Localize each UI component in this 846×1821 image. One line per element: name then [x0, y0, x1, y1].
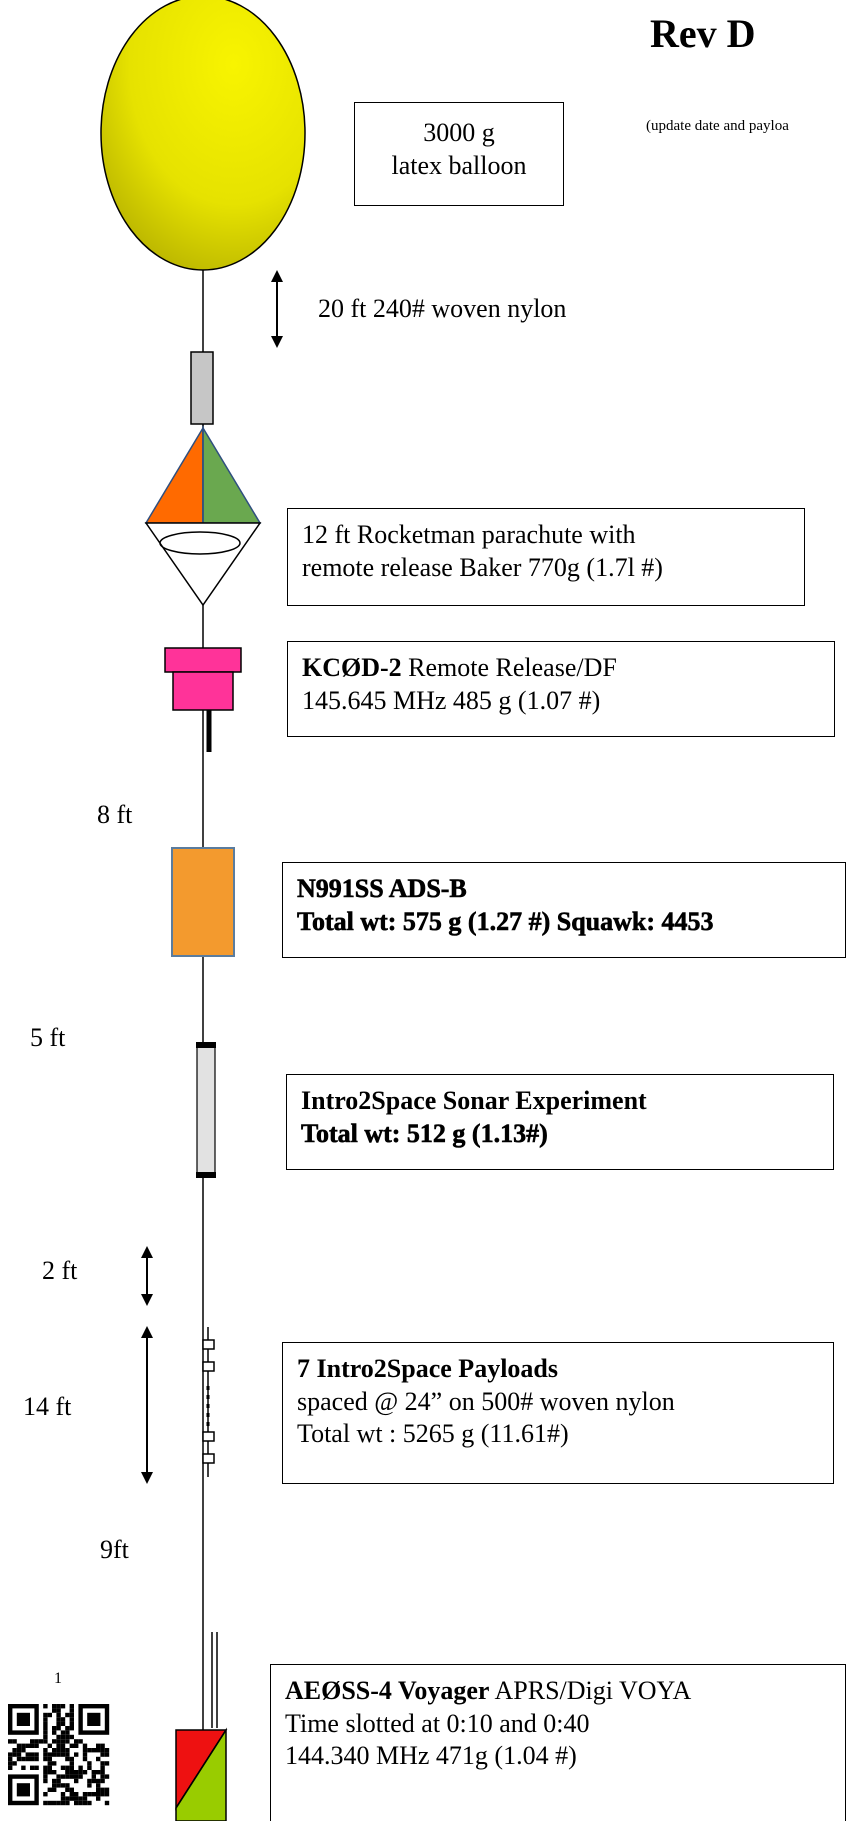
release-line-2: 145.645 MHz 485 g (1.07 #): [302, 685, 601, 715]
payload-string: [202, 1327, 215, 1477]
sonar-experiment-unit: [196, 1042, 216, 1178]
voyager-line-1: APRS/Digi VOYA: [489, 1676, 692, 1705]
adsb-line-2: Total wt: 575 g (1.27 #) Squawk: 4453: [297, 906, 714, 936]
payloads-line-2: spaced @ 24” on 500# woven nylon: [297, 1386, 675, 1416]
parachute-line-1: 12 ft Rocketman parachute with: [302, 520, 636, 549]
sonar-line-1: Intro2Space Sonar Experiment: [301, 1086, 647, 1115]
revision-title: Rev D: [650, 11, 756, 56]
sonar-label-box: Intro2Space Sonar Experiment Total wt: 5…: [286, 1074, 834, 1170]
swivel-block: [190, 351, 214, 425]
adsb-unit: [171, 847, 235, 957]
release-callsign: KCØD-2: [302, 653, 402, 682]
fourteen-ft-arrow: [141, 1326, 153, 1484]
update-note: (update date and payloa: [646, 118, 789, 134]
two-ft-arrow: [141, 1246, 153, 1306]
spacing-9ft: 9ft: [100, 1535, 129, 1564]
balloon-label-box: 3000 g latex balloon: [354, 102, 564, 206]
payloads-label-box: 7 Intro2Space Payloads spaced @ 24” on 5…: [282, 1342, 834, 1484]
remote-release-unit: [164, 647, 242, 752]
parachute-label-box: 12 ft Rocketman parachute with remote re…: [287, 508, 805, 606]
balloon-weight-text: 3000 g: [423, 118, 495, 147]
spacing-2ft: 2 ft: [42, 1256, 78, 1285]
release-line-1: Remote Release/DF: [401, 653, 617, 682]
voyager-unit: [175, 1727, 228, 1821]
balloon-type-text: latex balloon: [391, 150, 527, 180]
tether-top-label: 20 ft 240# woven nylon: [318, 294, 567, 323]
release-label-box: KCØD-2 Remote Release/DF 145.645 MHz 485…: [287, 641, 835, 737]
voyager-label-box: AEØSS-4 Voyager APRS/Digi VOYA Time slot…: [270, 1664, 846, 1821]
payloads-line-1: 7 Intro2Space Payloads: [297, 1354, 558, 1383]
voyager-line-2: Time slotted at 0:10 and 0:40: [285, 1708, 590, 1738]
spacing-5ft: 5 ft: [30, 1023, 66, 1052]
spacing-8ft: 8 ft: [97, 800, 133, 829]
balloon-shape: [100, 0, 306, 271]
adsb-label-box: N991SS ADS-B Total wt: 575 g (1.27 #) Sq…: [282, 862, 846, 958]
payloads-line-3: Total wt : 5265 g (11.61#): [297, 1419, 569, 1448]
adsb-line-1: N991SS ADS-B: [297, 874, 467, 904]
qr-code-icon: [8, 1704, 110, 1806]
parachute-shape: [144, 425, 262, 607]
voyager-line-3: 144.340 MHz 471g (1.04 #): [285, 1741, 577, 1770]
voyager-callsign: AEØSS-4 Voyager: [285, 1676, 490, 1705]
page-number: 1: [54, 1670, 62, 1687]
spacing-14ft: 14 ft: [23, 1392, 72, 1421]
parachute-line-2: remote release Baker 770g (1.7l #): [302, 552, 663, 582]
sonar-line-2: Total wt: 512 g (1.13#): [301, 1118, 548, 1148]
tether-length-arrow: [271, 270, 283, 348]
